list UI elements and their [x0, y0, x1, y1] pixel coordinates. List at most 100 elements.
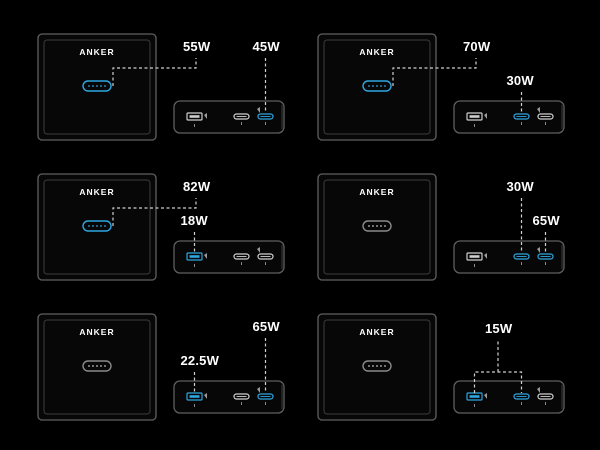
- power-bank-outer-body: [317, 173, 437, 281]
- charger-usb-c1-port: [233, 393, 250, 400]
- charger-usb-c2-port: [257, 393, 274, 400]
- charger-usb-c2-port: [537, 253, 554, 260]
- wattage-label-power-bank: 70W: [463, 39, 491, 54]
- power-bank-outer-body: [317, 33, 437, 141]
- charger: [453, 100, 565, 134]
- charger-body: [453, 380, 565, 414]
- port-pin-dot: [96, 225, 98, 227]
- charger-body: [173, 100, 285, 134]
- port-pin-dot: [368, 365, 370, 367]
- charger-usb-a-port: [466, 112, 483, 121]
- port-pin-dot: [104, 225, 106, 227]
- brand-logo-text: ANKER: [79, 187, 115, 197]
- power-bank-outer-body: [37, 173, 157, 281]
- wattage-label-power-bank: 55W: [183, 39, 211, 54]
- port-pin-dot: [376, 85, 378, 87]
- power-bank-usb-c-port: [362, 80, 392, 92]
- usb-a-tongue: [189, 255, 200, 258]
- power-bank-usb-c-port: [82, 220, 112, 232]
- port-pin-dot: [100, 365, 102, 367]
- wattage-label-charger-usb-c1: 30W: [506, 73, 534, 88]
- port-pin-dot: [88, 85, 90, 87]
- power-bank: [37, 173, 157, 281]
- power-bank-face: [43, 319, 151, 415]
- port-pin-dot: [92, 225, 94, 227]
- charger-body: [453, 240, 565, 274]
- charger-usb-c1-port: [513, 253, 530, 260]
- port-pin-dot: [104, 365, 106, 367]
- usb-a-tongue: [469, 255, 480, 258]
- port-pin-dot: [376, 225, 378, 227]
- panel-6: [317, 313, 565, 421]
- wattage-label-power-bank: 82W: [183, 179, 211, 194]
- charger: [173, 240, 285, 274]
- port-pin-dot: [100, 225, 102, 227]
- wattage-label-charger-usb-c1: 30W: [506, 179, 534, 194]
- power-bank: [317, 33, 437, 141]
- usb-a-fast-charge-icon: [204, 113, 207, 119]
- power-bank-outer-body: [37, 313, 157, 421]
- power-bank-usb-c-port: [362, 220, 392, 232]
- charger-usb-a-port: [186, 112, 203, 121]
- port-pin-dot: [372, 85, 374, 87]
- port-pin-dot: [384, 225, 386, 227]
- port-pin-dot: [376, 365, 378, 367]
- usb-c-fast-charge-icon: [537, 247, 540, 253]
- port-pin-dot: [92, 85, 94, 87]
- power-bank-face: [43, 39, 151, 135]
- power-bank-outer-body: [317, 313, 437, 421]
- usb-a-fast-charge-icon: [484, 113, 487, 119]
- charger: [453, 380, 565, 414]
- port-pin-dot: [88, 225, 90, 227]
- leader-line-power-bank: [112, 198, 197, 226]
- charger-usb-c1-port: [513, 393, 530, 400]
- panel-5: [37, 313, 285, 421]
- charger-body: [173, 380, 285, 414]
- port-pin-dot: [368, 225, 370, 227]
- brand-logo-text: ANKER: [359, 327, 395, 337]
- port-pin-dot: [96, 365, 98, 367]
- panel-1: [37, 33, 285, 141]
- power-bank-usb-c-port: [362, 360, 392, 372]
- power-bank-usb-c-port: [82, 360, 112, 372]
- charger-usb-a-port: [186, 252, 203, 261]
- power-bank-outer-body: [37, 33, 157, 141]
- usb-a-tongue: [189, 115, 200, 118]
- port-pin-dot: [372, 225, 374, 227]
- usb-c-fast-charge-icon: [257, 107, 260, 113]
- charger-usb-c2-port: [257, 113, 274, 120]
- usb-a-fast-charge-icon: [204, 393, 207, 399]
- port-pin-dot: [88, 365, 90, 367]
- charger-usb-c1-port: [233, 253, 250, 260]
- charger-usb-c1-port: [233, 113, 250, 120]
- port-pin-dot: [372, 365, 374, 367]
- port-pin-dot: [368, 85, 370, 87]
- charger-usb-c2-port: [537, 393, 554, 400]
- port-pin-dot: [384, 85, 386, 87]
- wattage-label-charger-usb-c2: 65W: [532, 213, 560, 228]
- port-pin-dot: [104, 85, 106, 87]
- charger-usb-c2-port: [537, 113, 554, 120]
- charger: [173, 100, 285, 134]
- usb-c-fast-charge-icon: [257, 247, 260, 253]
- brand-logo-text: ANKER: [79, 47, 115, 57]
- power-bank: [37, 313, 157, 421]
- leader-line-power-bank: [392, 58, 477, 86]
- port-pin-dot: [380, 365, 382, 367]
- leader-line-power-bank: [112, 58, 197, 86]
- usb-c-fast-charge-icon: [257, 387, 260, 393]
- charger-usb-c2-port: [257, 253, 274, 260]
- port-pin-dot: [96, 85, 98, 87]
- charger: [173, 380, 285, 414]
- charger-usb-a-port: [466, 252, 483, 261]
- usb-c-fast-charge-icon: [537, 107, 540, 113]
- port-pin-dot: [100, 85, 102, 87]
- usb-a-tongue: [469, 115, 480, 118]
- panel-2: [317, 33, 565, 141]
- wattage-label-charger-usb-c2: 65W: [252, 319, 280, 334]
- charger-usb-a-port: [186, 392, 203, 401]
- brand-logo-text: ANKER: [359, 187, 395, 197]
- panel-4: [317, 173, 565, 281]
